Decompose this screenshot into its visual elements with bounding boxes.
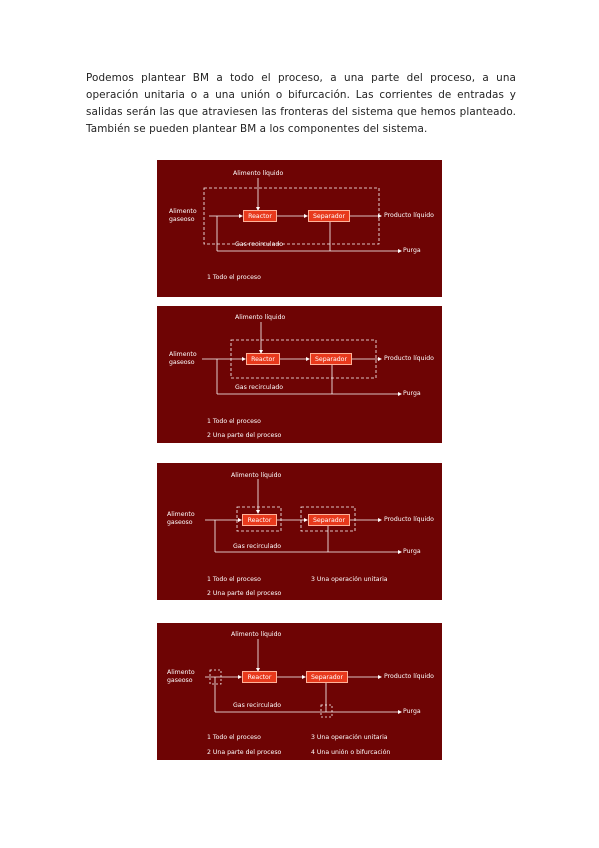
note-2: 2 Una parte del proceso (207, 590, 282, 597)
separator-box: Separador (308, 210, 350, 222)
note-1: 1 Todo el proceso (207, 418, 261, 425)
slide-una-parte-del-proceso: Alimento líquido Alimento gaseoso Reacto… (157, 306, 442, 443)
slide-todo-el-proceso: Alimento líquido Alimento gaseoso Reacto… (157, 160, 442, 297)
recycle-label: Gas recirculado (235, 384, 284, 391)
reactor-box: Reactor (242, 671, 277, 683)
recycle-label: Gas recirculado (235, 241, 284, 248)
recycle-label: Gas recirculado (233, 543, 282, 550)
product-label: Producto líquido (384, 355, 434, 362)
separator-box: Separador (308, 514, 350, 526)
separator-box: Separador (306, 671, 348, 683)
diagram-lines (205, 479, 402, 554)
reactor-box: Reactor (243, 210, 277, 222)
purge-label: Purga (403, 390, 421, 397)
reactor-box: Reactor (242, 514, 277, 526)
feed-gas-label: Alimento gaseoso (167, 511, 195, 526)
feed-liquid-label: Alimento líquido (233, 170, 284, 177)
feed-liquid-label: Alimento líquido (231, 631, 282, 638)
purge-label: Purga (403, 548, 421, 555)
note-2: 2 Una parte del proceso (207, 749, 282, 756)
recycle-label: Gas recirculado (233, 702, 282, 709)
note-1: 1 Todo el proceso (207, 576, 261, 583)
diagram-lines (202, 322, 402, 396)
purge-label: Purga (403, 708, 421, 715)
product-label: Producto líquido (384, 516, 434, 523)
purge-label: Purga (403, 247, 421, 254)
feed-gas-label: Alimento gaseoso (169, 351, 197, 366)
slide-una-union-o-bifurcacion: Alimento líquido Alimento gaseoso Reacto… (157, 623, 442, 760)
product-label: Producto líquido (384, 673, 434, 680)
note-1: 1 Todo el proceso (207, 274, 261, 281)
note-1: 1 Todo el proceso (207, 734, 261, 741)
feed-gas-label: Alimento gaseoso (167, 669, 195, 684)
separator-box: Separador (310, 353, 352, 365)
note-3: 3 Una operación unitaria (311, 734, 388, 741)
note-4: 4 Una unión o bifurcación (311, 749, 391, 756)
reactor-box: Reactor (246, 353, 280, 365)
diagram-lines (205, 639, 402, 718)
feed-liquid-label: Alimento líquido (231, 472, 282, 479)
note-3: 3 Una operación unitaria (311, 576, 388, 583)
feed-liquid-label: Alimento líquido (235, 314, 286, 321)
note-2: 2 Una parte del proceso (207, 432, 282, 439)
slide-una-operacion-unitaria: Alimento líquido Alimento gaseoso Reacto… (157, 463, 442, 600)
intro-paragraph: Podemos plantear BM a todo el proceso, a… (86, 72, 516, 135)
feed-gas-label: Alimento gaseoso (169, 208, 197, 223)
diagram-lines (203, 178, 402, 253)
product-label: Producto líquido (384, 212, 434, 219)
